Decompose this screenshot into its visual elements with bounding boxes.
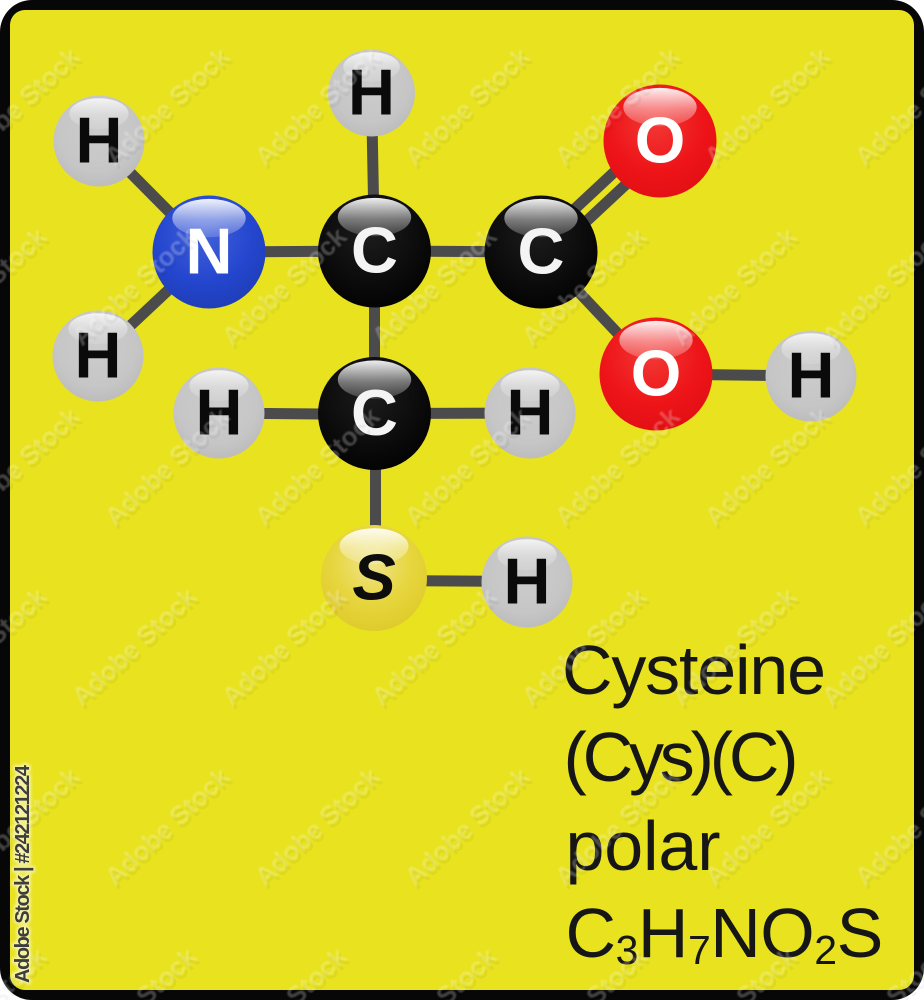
svg-text:H: H (348, 55, 395, 128)
svg-text:H: H (76, 103, 123, 176)
svg-text:Adobe Stock | #242121224: Adobe Stock | #242121224 (12, 764, 34, 983)
svg-text:Cysteine: Cysteine (562, 631, 826, 709)
svg-text:(Cys)(C): (Cys)(C) (564, 718, 799, 796)
svg-text:polar: polar (566, 807, 721, 885)
svg-text:H: H (504, 544, 551, 617)
svg-text:H: H (196, 375, 243, 448)
svg-text:H: H (75, 318, 122, 391)
svg-text:H: H (788, 338, 835, 411)
svg-text:C: C (518, 214, 565, 287)
svg-text:N: N (186, 214, 233, 287)
svg-text:O: O (631, 336, 682, 409)
svg-text:O: O (635, 103, 686, 176)
svg-text:C: C (351, 213, 398, 286)
svg-text:H: H (507, 375, 554, 448)
svg-text:Adobe Stock | #242121224: Adobe Stock | #242121224 (12, 764, 34, 983)
svg-text:S: S (352, 540, 395, 613)
svg-text:C: C (351, 376, 398, 449)
